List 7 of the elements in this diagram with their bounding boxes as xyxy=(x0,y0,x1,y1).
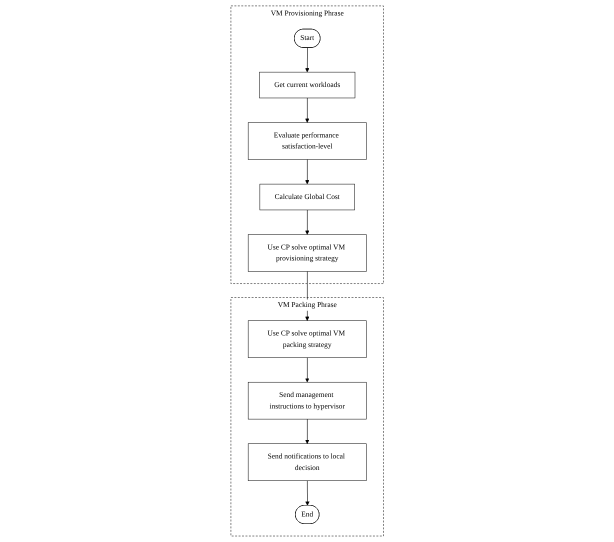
arrow xyxy=(304,210,310,235)
arrow xyxy=(304,98,310,123)
arrow xyxy=(305,480,310,506)
arrow xyxy=(304,357,310,382)
arrow xyxy=(304,48,310,72)
arrow xyxy=(304,418,310,444)
arrow xyxy=(304,159,310,184)
